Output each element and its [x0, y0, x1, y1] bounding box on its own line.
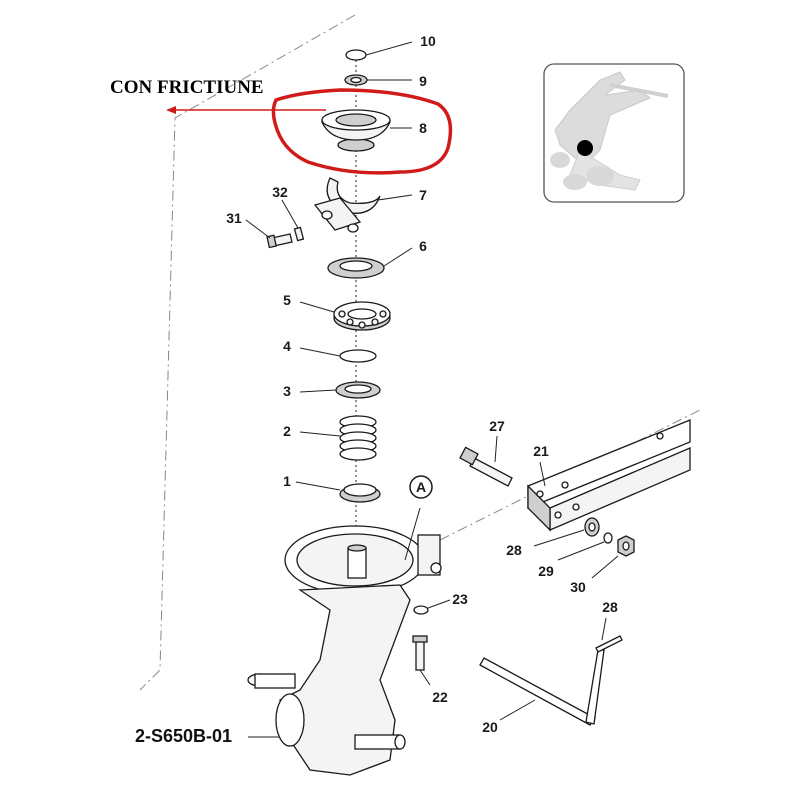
caption-arrowhead	[166, 106, 176, 114]
part-20-lever-rod	[479, 649, 605, 726]
reference-marker-a: A	[409, 475, 433, 499]
part-23-washer	[413, 599, 451, 615]
part-2-spring	[299, 415, 377, 461]
gearbox-housing	[247, 507, 442, 776]
part-label-29: 29	[538, 563, 554, 579]
part-label-3: 3	[283, 383, 291, 399]
part-4-circlip	[299, 347, 377, 363]
part-5-bearing	[299, 301, 391, 331]
part-30-nut	[591, 535, 635, 579]
part-label-7: 7	[419, 187, 427, 203]
part-label-22: 22	[432, 689, 448, 705]
part-8-friction-disk	[320, 109, 412, 152]
part-label-30: 30	[570, 579, 586, 595]
part-label-23: 23	[452, 591, 468, 607]
diagram-code-label: 2-S650B-01	[135, 726, 232, 746]
part-label-5: 5	[283, 292, 291, 308]
part-label-10: 10	[420, 33, 436, 49]
part-label-1: 1	[283, 473, 291, 489]
part-7-fork-clamp	[313, 177, 413, 233]
part-28-rod-pin	[595, 617, 623, 653]
part-label-20: 20	[482, 719, 498, 735]
part-31-bolt	[245, 219, 293, 249]
location-highlight-dot	[577, 140, 593, 156]
part-9-washer	[344, 74, 412, 86]
part-21-handle-bar	[527, 419, 691, 532]
part-label-2: 2	[283, 423, 291, 439]
part-label-32: 32	[272, 184, 288, 200]
part-label-9: 9	[419, 73, 427, 89]
part-1-cup	[295, 481, 381, 503]
part-label-8: 8	[419, 120, 427, 136]
part-3-washer	[299, 381, 381, 399]
caption-label: CON FRICTIUNE	[110, 77, 264, 98]
part-10-circlip	[345, 41, 413, 61]
tiller-location-thumbnail-icon	[543, 63, 685, 203]
part-27-bolt	[459, 435, 513, 487]
part-label-6: 6	[419, 238, 427, 254]
part-6-seal-ring	[327, 247, 413, 279]
part-label-28-pin: 28	[602, 599, 618, 615]
part-29-lock-washer	[557, 532, 613, 561]
part-label-4: 4	[283, 338, 291, 354]
part-label-27: 27	[489, 418, 505, 434]
reference-marker-label: A	[416, 479, 426, 495]
part-28-washer	[533, 517, 600, 547]
part-label-31: 31	[226, 210, 242, 226]
frame-line-left	[139, 14, 356, 691]
part-32-pin	[281, 199, 305, 242]
part-22-screw	[412, 635, 431, 686]
highlight-outline	[271, 88, 453, 175]
part-label-28-washer: 28	[506, 542, 522, 558]
part-label-21: 21	[533, 443, 549, 459]
